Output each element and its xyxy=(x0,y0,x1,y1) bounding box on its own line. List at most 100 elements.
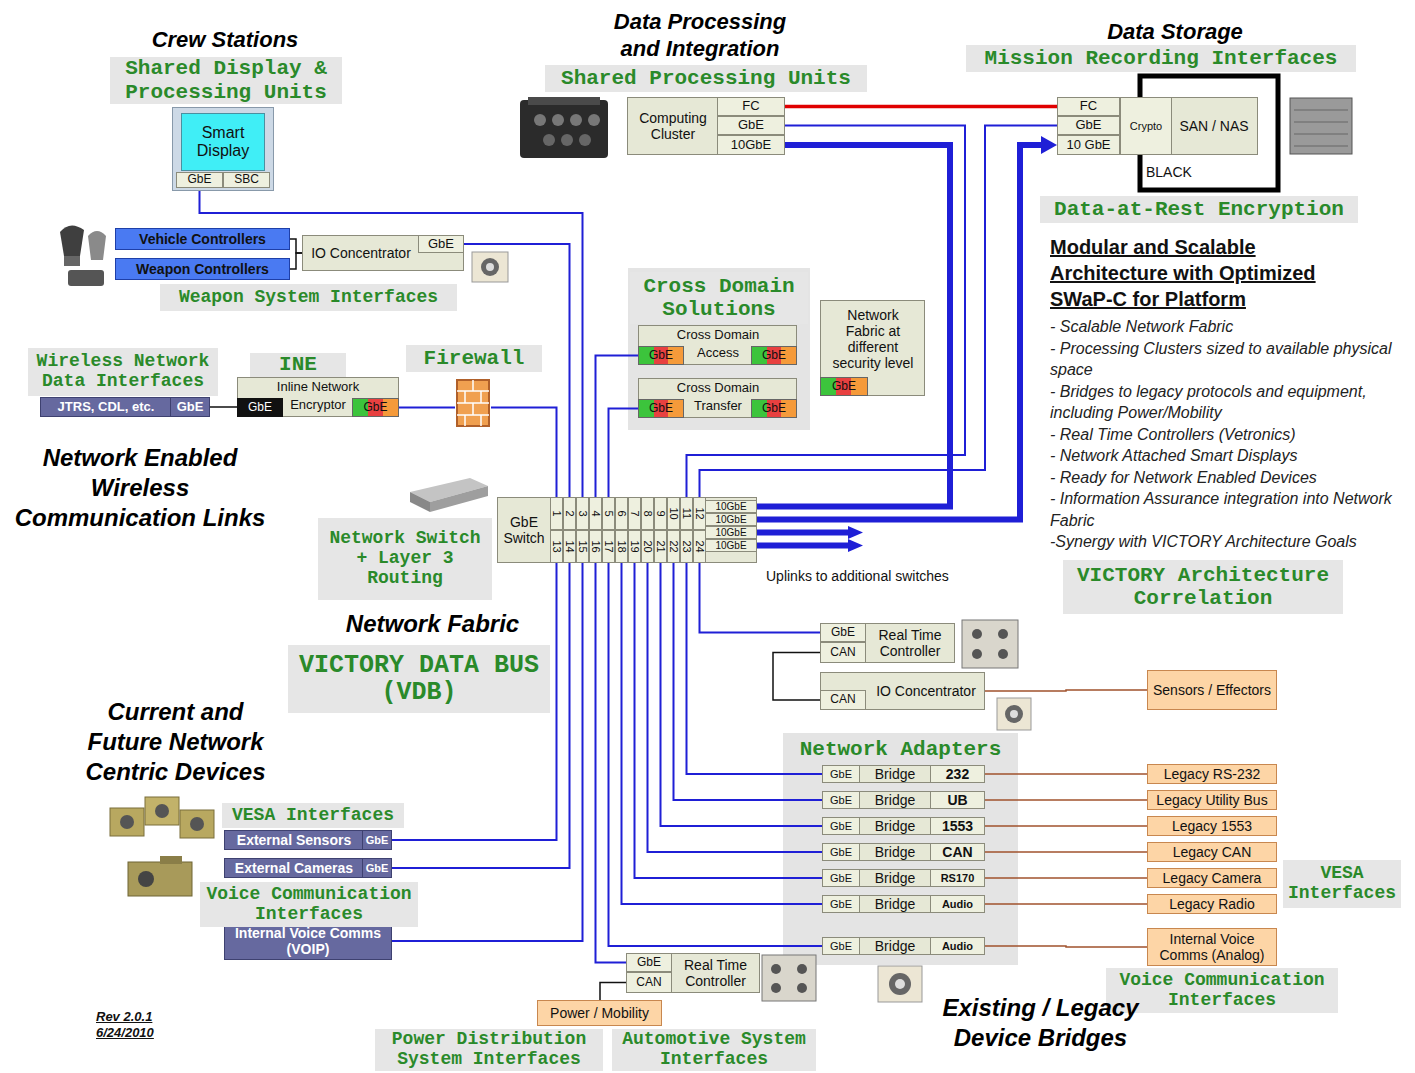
connector xyxy=(596,563,627,963)
section-heading: Network Enabled Wireless Communication L… xyxy=(10,440,270,536)
bullet-note: - Real Time Controllers (Vetronics) xyxy=(1050,424,1405,446)
box-label: UB xyxy=(931,792,984,808)
network-switch: GbE Switch123456789101112131415161718192… xyxy=(497,497,757,563)
switch-port: 11 xyxy=(680,497,693,530)
port-cell: GbE xyxy=(418,235,464,253)
protocol-cell: UB xyxy=(930,791,985,809)
port-cell: GbE xyxy=(1057,116,1120,135)
device-box: GbE xyxy=(352,398,399,417)
port-cell: GbE xyxy=(822,895,860,913)
panel-backgrounds xyxy=(628,268,1018,965)
legacy-box: Internal Voice Comms (Analog) xyxy=(1147,928,1277,966)
encryptor-box: Inline Network EncryptorGbEGbE xyxy=(237,377,399,417)
bridge-box: BridgeGbECAN xyxy=(822,843,985,861)
box-label: Crypto xyxy=(1121,98,1171,154)
port-cell: GbE xyxy=(822,765,860,783)
section-tag: Cross Domain Solutions xyxy=(630,272,808,324)
box-label: IO Concentrator xyxy=(305,236,417,270)
box-label: Real Time Controller xyxy=(867,624,953,662)
port-cell: SBC xyxy=(223,172,270,188)
box-label: 22 xyxy=(667,530,680,563)
section-tag: VICTORY DATA BUS (VDB) xyxy=(288,645,550,713)
sensor-devices xyxy=(110,797,214,838)
connector xyxy=(985,903,1147,905)
joystick-controllers xyxy=(60,225,106,286)
box-label: GbE xyxy=(353,399,398,416)
box-label: 9 xyxy=(654,497,667,530)
port-cell: GbE xyxy=(822,843,860,861)
box-label: 10GbE xyxy=(718,136,784,154)
box-label: Smart Display xyxy=(181,113,265,171)
switch-port: 9 xyxy=(654,497,667,530)
section-tag: Shared Display & Processing Units xyxy=(110,57,342,104)
note-text: Uplinks to additional switches xyxy=(766,566,976,586)
section-tag: VESA Interfaces xyxy=(1283,860,1401,908)
legacy-box: Legacy CAN xyxy=(1147,842,1277,862)
connector xyxy=(600,983,627,1001)
box-label: 14 xyxy=(563,530,576,563)
box-label: FC xyxy=(1058,98,1119,115)
port-cell: GbE xyxy=(822,869,860,887)
connector xyxy=(674,563,823,800)
section-heading: Data Storage xyxy=(1080,17,1270,47)
legacy-box: Legacy Camera xyxy=(1147,868,1277,888)
switch-port: 3 xyxy=(576,497,589,530)
box-label: RS170 xyxy=(931,870,984,886)
bullet-note: - Processing Clusters sized to available… xyxy=(1050,338,1405,381)
uplink-port: 10GbE xyxy=(705,500,757,513)
connector xyxy=(210,406,237,408)
box-label: Vehicle Controllers xyxy=(116,229,289,249)
section-tag: INE xyxy=(250,353,346,377)
box-label: 8 xyxy=(641,497,654,530)
box-label: GbE xyxy=(821,624,865,641)
box-label: 11 xyxy=(680,497,693,530)
uplink-port: 10GbE xyxy=(705,513,757,526)
box-label: GbE xyxy=(363,859,391,877)
box-label: GbE xyxy=(639,347,683,364)
computing-cluster-device xyxy=(520,97,608,158)
revision-note: Rev 2.0.1 xyxy=(96,1008,186,1024)
device-box: Computing ClusterFCGbE10GbE xyxy=(627,97,785,155)
switch-port: 1 xyxy=(550,497,563,530)
box-label: 17 xyxy=(602,530,615,563)
protocol-cell: Audio xyxy=(930,895,985,913)
box-label: 4 xyxy=(589,497,602,530)
box-label: 7 xyxy=(628,497,641,530)
box-label: Real Time Controller xyxy=(673,954,758,992)
switch-port: 19 xyxy=(628,530,641,563)
section-tag: Data-at-Rest Encryption xyxy=(1040,196,1358,223)
bullet-note: - Information Assurance integration into… xyxy=(1050,488,1405,531)
box-label: GbE xyxy=(823,818,859,834)
box-label: 19 xyxy=(628,530,641,563)
box-label: 10 GbE xyxy=(1058,136,1119,154)
device-box: GbE xyxy=(751,399,797,418)
camera-box: External CamerasGbE xyxy=(224,858,392,878)
box-label: Bridge xyxy=(860,896,930,912)
note-heading: Modular and Scalable Architecture with O… xyxy=(1050,234,1370,312)
bullet-note: - Bridges to legacy protocols and equipm… xyxy=(1050,381,1405,424)
connector xyxy=(773,653,820,701)
box-label: GbE Switch xyxy=(499,498,549,562)
port-cell: GbE xyxy=(822,817,860,835)
connector xyxy=(648,563,823,852)
port-cell: 10GbE xyxy=(717,135,785,155)
switch-port: 14 xyxy=(563,530,576,563)
connector xyxy=(985,825,1147,827)
uplink-port: 10GbE xyxy=(705,526,757,539)
box-label: GbE xyxy=(752,400,796,417)
box-label: Audio xyxy=(931,896,984,912)
connector xyxy=(622,563,823,904)
section-tag: Voice Communication Interfaces xyxy=(200,882,418,927)
port-cell: GbE xyxy=(626,953,672,972)
box-label: 3 xyxy=(576,497,589,530)
section-tag: VICTORY Architecture Correlation xyxy=(1063,560,1343,614)
voice-box: Internal Voice Comms (VOIP) xyxy=(224,922,392,960)
crypto-cell: Crypto xyxy=(1120,97,1172,155)
legacy-box: Legacy RS-232 xyxy=(1147,764,1277,784)
device-box: GbE xyxy=(362,858,392,878)
box-label: Weapon Controllers xyxy=(116,259,289,279)
switch-port: 15 xyxy=(576,530,589,563)
box-label: 15 xyxy=(576,530,589,563)
section-tag: Network Switch + Layer 3 Routing xyxy=(318,518,492,600)
